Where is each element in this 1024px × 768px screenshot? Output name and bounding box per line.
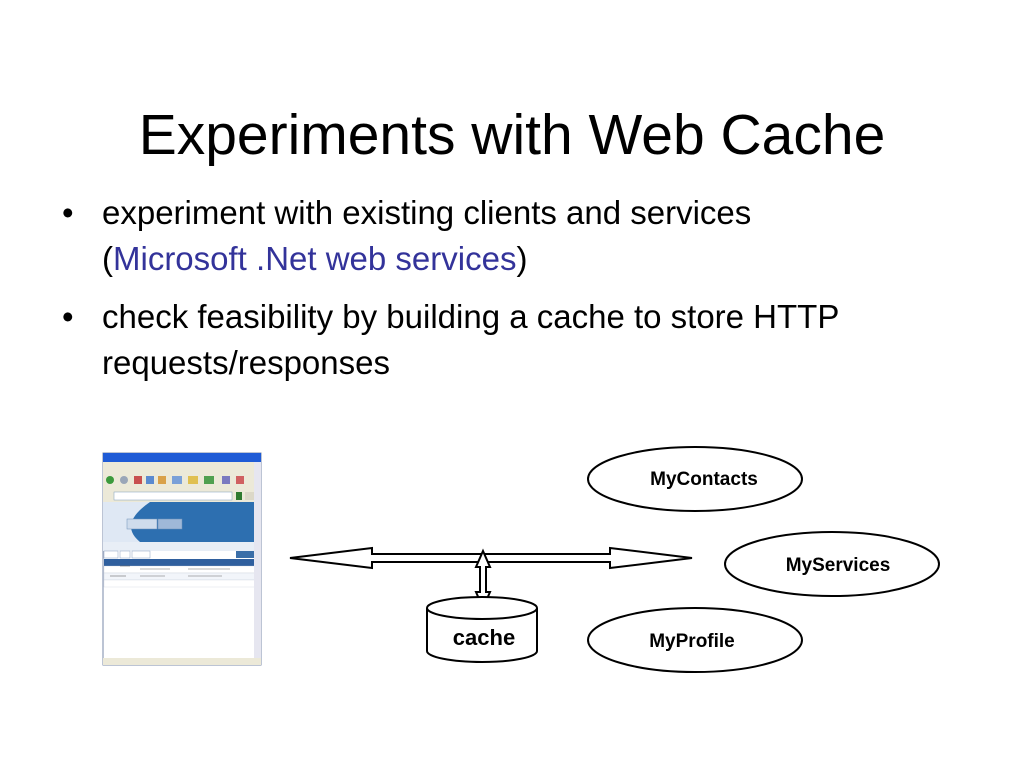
cache-label: cache: [453, 625, 515, 650]
bullet-text-1: experiment with existing clients and ser…: [102, 194, 752, 231]
scrollbar: [254, 462, 261, 658]
myservices-node: MyServices: [724, 531, 940, 597]
back-icon: [106, 476, 114, 484]
myprofile-node: MyProfile: [587, 607, 803, 673]
browser-screenshot-image: [102, 452, 262, 666]
bullet-item-1: • experiment with existing clients and s…: [56, 190, 956, 282]
stop-icon: [134, 476, 142, 484]
bullet-text-2: check feasibility by building a cache to…: [102, 298, 839, 381]
cache-cylinder: cache: [426, 596, 538, 663]
refresh-icon: [146, 476, 154, 484]
myservices-label: MyServices: [786, 555, 891, 576]
table-header: [104, 559, 258, 566]
address-bar: [113, 491, 233, 501]
dotnet-link[interactable]: Microsoft .Net web services: [113, 240, 517, 277]
slide-title: Experiments with Web Cache: [138, 103, 886, 168]
bullet-suffix: ): [516, 240, 528, 277]
bullet-item-2: • check feasibility by building a cache …: [56, 294, 956, 386]
media-icon: [204, 476, 214, 484]
bullet-dot-icon: •: [62, 194, 74, 231]
home-icon: [158, 476, 166, 484]
horizontal-double-arrow: [289, 546, 693, 570]
history-icon: [222, 476, 230, 484]
mail-icon: [236, 476, 244, 484]
forward-icon: [120, 476, 128, 484]
bullet-dot-icon: •: [62, 298, 74, 335]
mycontacts-label: MyContacts: [650, 469, 758, 490]
browser-titlebar: [103, 453, 261, 462]
bullet-list: • experiment with existing clients and s…: [56, 190, 956, 398]
mycontacts-node: MyContacts: [587, 446, 803, 512]
favorites-icon: [188, 476, 198, 484]
myprofile-label: MyProfile: [649, 631, 735, 652]
bullet-prefix: (: [102, 240, 113, 277]
search-icon: [172, 476, 182, 484]
